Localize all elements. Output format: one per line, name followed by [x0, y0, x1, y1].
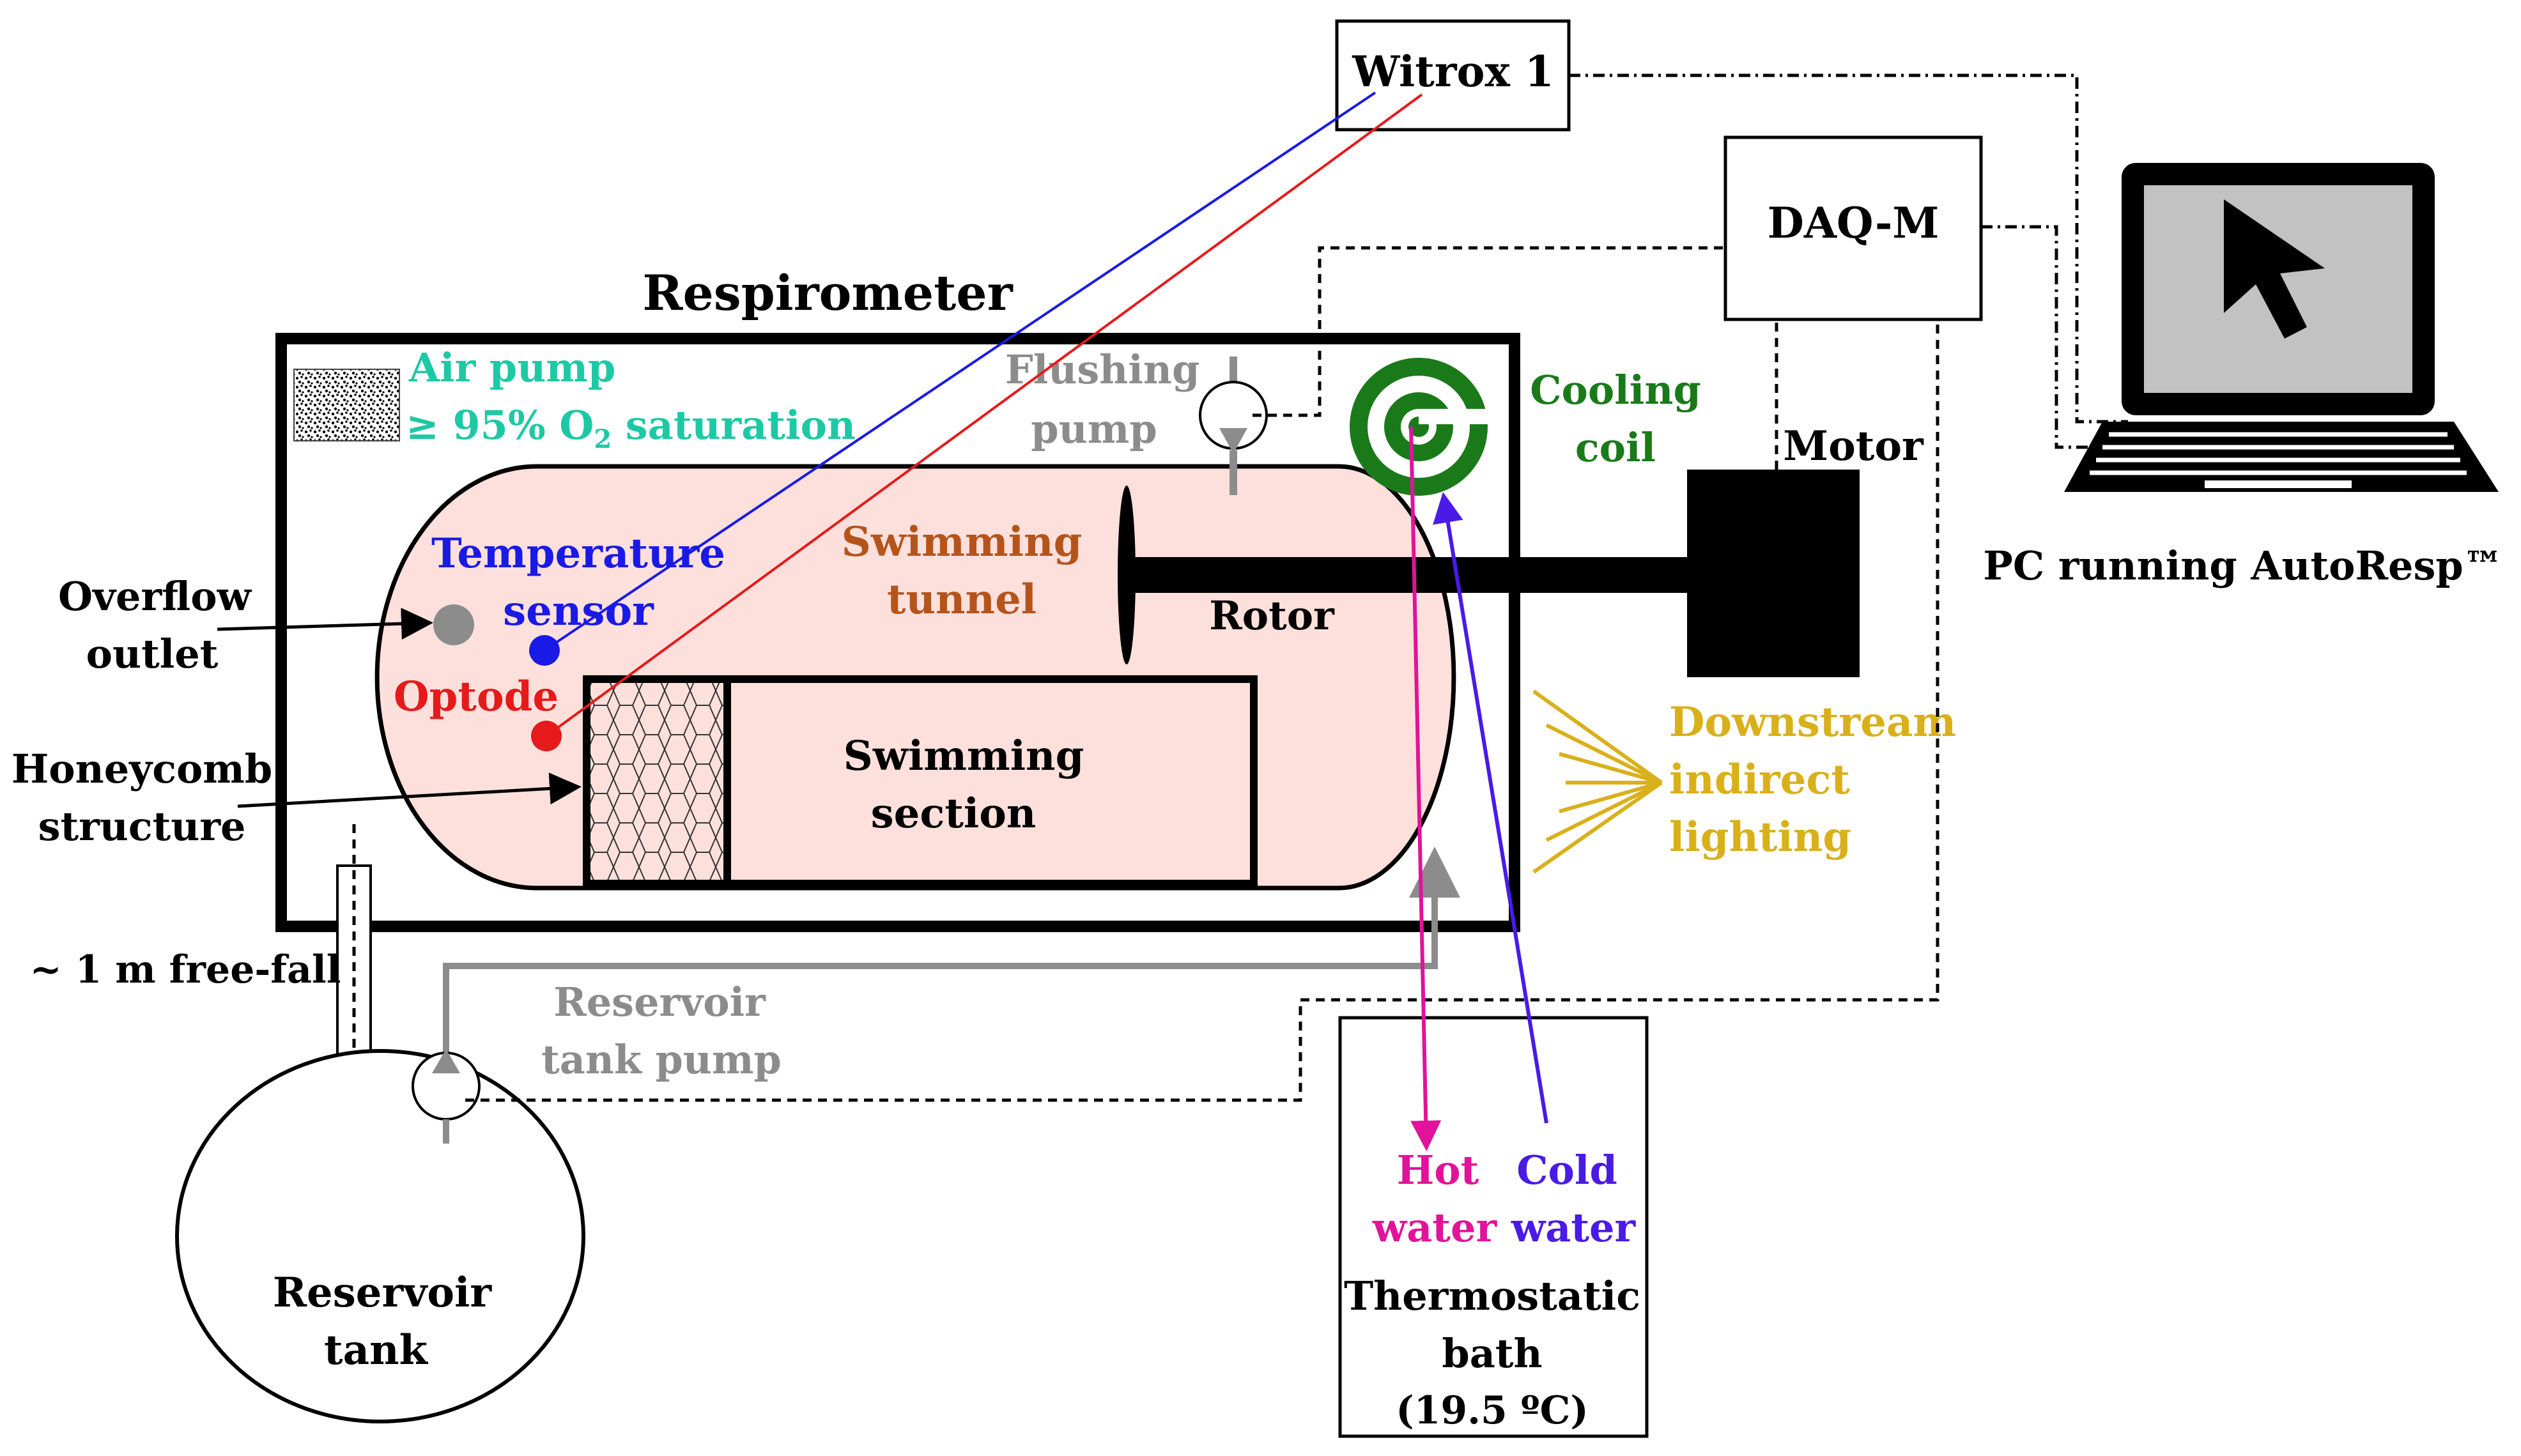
- thermostatic-bath-label-3: (19.5 ºC): [1396, 1388, 1589, 1433]
- optode-cable: [545, 93, 1423, 737]
- free-fall-label: ~ 1 m free-fall: [29, 947, 341, 992]
- air-pump-icon: [293, 369, 400, 441]
- daq-label: DAQ-M: [1768, 198, 1939, 248]
- reservoir-pump-label-1: Reservoir: [553, 979, 766, 1025]
- honeycomb-label-2: structure: [38, 803, 246, 850]
- flushing-pump-label-1: Flushing: [1005, 346, 1200, 393]
- downstream-lighting-label-3: lighting: [1669, 813, 1851, 861]
- motor-label: Motor: [1783, 422, 1924, 470]
- reservoir-tank-label-1: Reservoir: [273, 1269, 493, 1317]
- overflow-outlet-label-2: outlet: [86, 631, 219, 677]
- cooling-coil-label-2: coil: [1575, 424, 1656, 471]
- reservoir-pump-daq-line: [465, 323, 1939, 1102]
- swimming-section-label-1: Swimming: [844, 732, 1084, 780]
- air-pump-saturation: ≥ 95% O2 saturation: [406, 402, 856, 454]
- thermostatic-bath-label-2: bath: [1442, 1330, 1542, 1377]
- respirometer-title: Respirometer: [642, 264, 1013, 321]
- temperature-sensor-label-1: Temperature: [431, 530, 725, 578]
- flushing-pump-label-2: pump: [1031, 406, 1157, 452]
- pc-label: PC running AutoResp™: [1983, 542, 2502, 589]
- hot-water-label-2: water: [1372, 1204, 1498, 1251]
- lighting-rays-icon: [1532, 689, 1663, 874]
- honeycomb-arrow: [237, 772, 582, 808]
- reservoir-tank-label-2: tank: [324, 1326, 429, 1374]
- overflow-outlet-arrow: [217, 608, 433, 640]
- air-pump-label: Air pump: [408, 344, 615, 391]
- rotor-shaft: [1127, 557, 1689, 593]
- thermostatic-bath-box: [1338, 1016, 1649, 1438]
- honeycomb-label-1: Honeycomb: [12, 746, 273, 792]
- laptop-icon: [2064, 163, 2499, 492]
- cold-water-label-2: water: [1511, 1204, 1637, 1251]
- daq-box: [1723, 135, 1983, 321]
- daq-pc-line: [1981, 225, 2109, 449]
- overflow-outlet-icon: [433, 604, 474, 645]
- cold-water-line: [1433, 492, 1548, 1124]
- reservoir-tank-shape: [175, 1049, 585, 1423]
- swimming-section-label-2: section: [871, 790, 1037, 838]
- thermostatic-bath-label-1: Thermostatic: [1344, 1273, 1640, 1319]
- temperature-sensor-cable: [543, 91, 1376, 652]
- reservoir-pump-pipe: [443, 847, 1460, 1073]
- reservoir-pump-label-2: tank pump: [541, 1036, 782, 1083]
- downstream-lighting-label-2: indirect: [1669, 756, 1850, 804]
- downstream-lighting-label-1: Downstream: [1669, 698, 1956, 746]
- motor-block: [1687, 470, 1860, 677]
- witrox-box: [1335, 19, 1571, 132]
- cooling-coil-label-1: Cooling: [1530, 367, 1701, 413]
- hot-water-label-1: Hot: [1397, 1147, 1479, 1193]
- cooling-coil-icon: [1350, 358, 1489, 496]
- optode-label: Optode: [394, 673, 559, 721]
- witrox-label: Witrox 1: [1352, 47, 1554, 96]
- swimming-tunnel-label-2: tunnel: [887, 576, 1037, 624]
- overflow-outlet-label-1: Overflow: [58, 573, 252, 620]
- flushing-pump-daq-line: [1253, 246, 1725, 417]
- honeycomb-structure: [590, 683, 727, 880]
- hot-water-line: [1409, 426, 1442, 1151]
- swimming-tunnel-label-1: Swimming: [842, 518, 1083, 566]
- rotor-label: Rotor: [1209, 592, 1335, 639]
- cold-water-label-1: Cold: [1516, 1147, 1617, 1193]
